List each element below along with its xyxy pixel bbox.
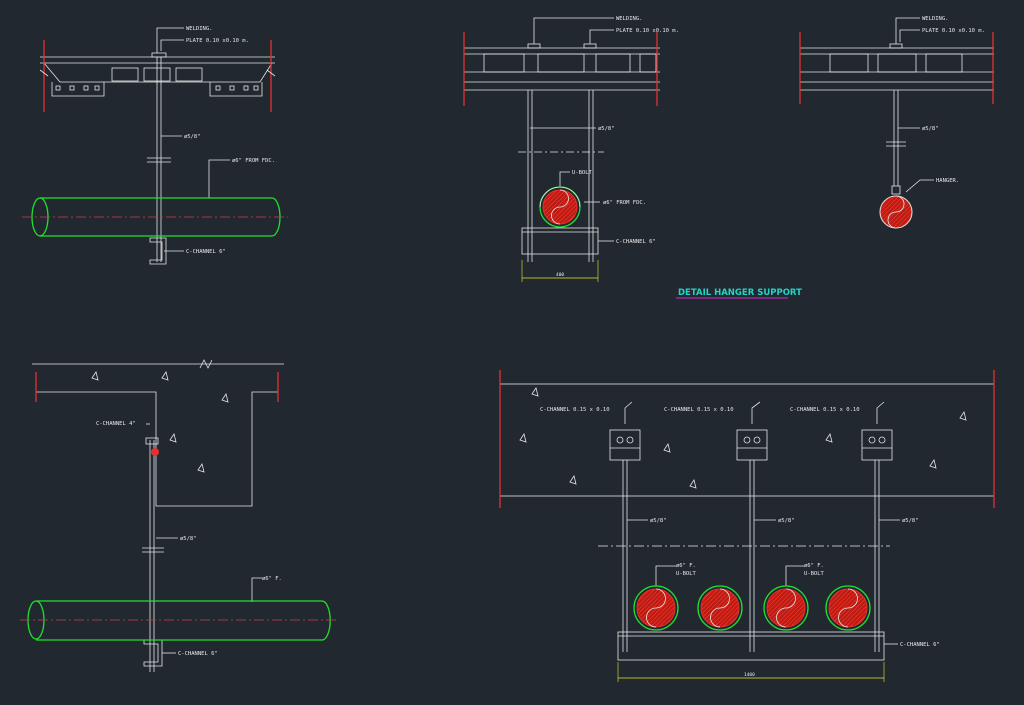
detail-e [499, 370, 995, 661]
label-channel-bottom-e: C-CHANNEL 6" [900, 642, 940, 648]
label-rod-a: ø5/8" [184, 134, 201, 140]
label-ubolt-e1: U-BOLT [676, 571, 697, 577]
label-pipe-e2: ø6" F. [804, 563, 824, 569]
label-plate-c: PLATE 0.10 x0.10 m. [922, 28, 985, 34]
label-welding-b: WELDING. [616, 16, 643, 22]
hanger-c [879, 185, 913, 229]
pipe-d [20, 600, 336, 641]
label-channel-e2: C-CHANNEL 0.15 x 0.10 [664, 407, 734, 413]
label-rod-c: ø5/8" [922, 126, 939, 132]
label-pipe-d: ø6" F. [262, 576, 282, 582]
detail-b [463, 17, 660, 262]
anchor-d [151, 448, 159, 456]
drawing-title: DETAIL HANGER SUPPORT [678, 288, 802, 298]
slab-profile [43, 62, 273, 83]
label-plate-b: PLATE 0.10 x0.10 m. [616, 28, 679, 34]
label-rod-d: ø5/8" [180, 536, 197, 542]
label-dimension-b: 400 [556, 272, 564, 278]
pipes-e [633, 585, 871, 631]
label-dimension-e: 1400 [744, 672, 755, 678]
label-rod-e2: ø5/8" [778, 518, 795, 524]
label-channel-e3: C-CHANNEL 0.15 x 0.10 [790, 407, 860, 413]
slab-e [499, 383, 995, 497]
label-plate-a: PLATE 0.10 x0.10 m. [186, 38, 249, 44]
support-frame-e [617, 631, 885, 661]
label-channel-bottom-d: C-CHANNEL 6" [178, 651, 218, 657]
c-channel [149, 237, 167, 265]
label-ubolt-b: U-BOLT [572, 170, 593, 176]
label-rod-e1: ø5/8" [650, 518, 667, 524]
pipe-a [22, 197, 288, 237]
label-welding-c: WELDING. [922, 16, 949, 22]
label-pipe-a: ø6" FROM FDC. [232, 158, 275, 164]
dimension-b [521, 260, 599, 282]
dimension-e [617, 662, 885, 682]
detail-a [39, 27, 276, 265]
pipe-b [539, 186, 581, 228]
label-welding-a: WELDING. [186, 26, 213, 32]
label-channel-a: C-CHANNEL 6" [186, 249, 226, 255]
label-pipe-e1: ø6" F. [676, 563, 696, 569]
label-channel-top-d: C-CHANNEL 4" [96, 421, 136, 427]
plate [151, 52, 167, 58]
label-channel-e1: C-CHANNEL 0.15 x 0.10 [540, 407, 610, 413]
label-ubolt-e2: U-BOLT [804, 571, 825, 577]
label-hanger-c: HANGER. [936, 178, 959, 184]
label-rod-b: ø5/8" [598, 126, 615, 132]
detail-c [799, 17, 994, 193]
label-rod-e3: ø5/8" [902, 518, 919, 524]
label-pipe-b: ø6" FROM FDC. [603, 200, 646, 206]
detail-d [32, 359, 284, 672]
label-channel-b: C-CHANNEL 6" [616, 239, 656, 245]
